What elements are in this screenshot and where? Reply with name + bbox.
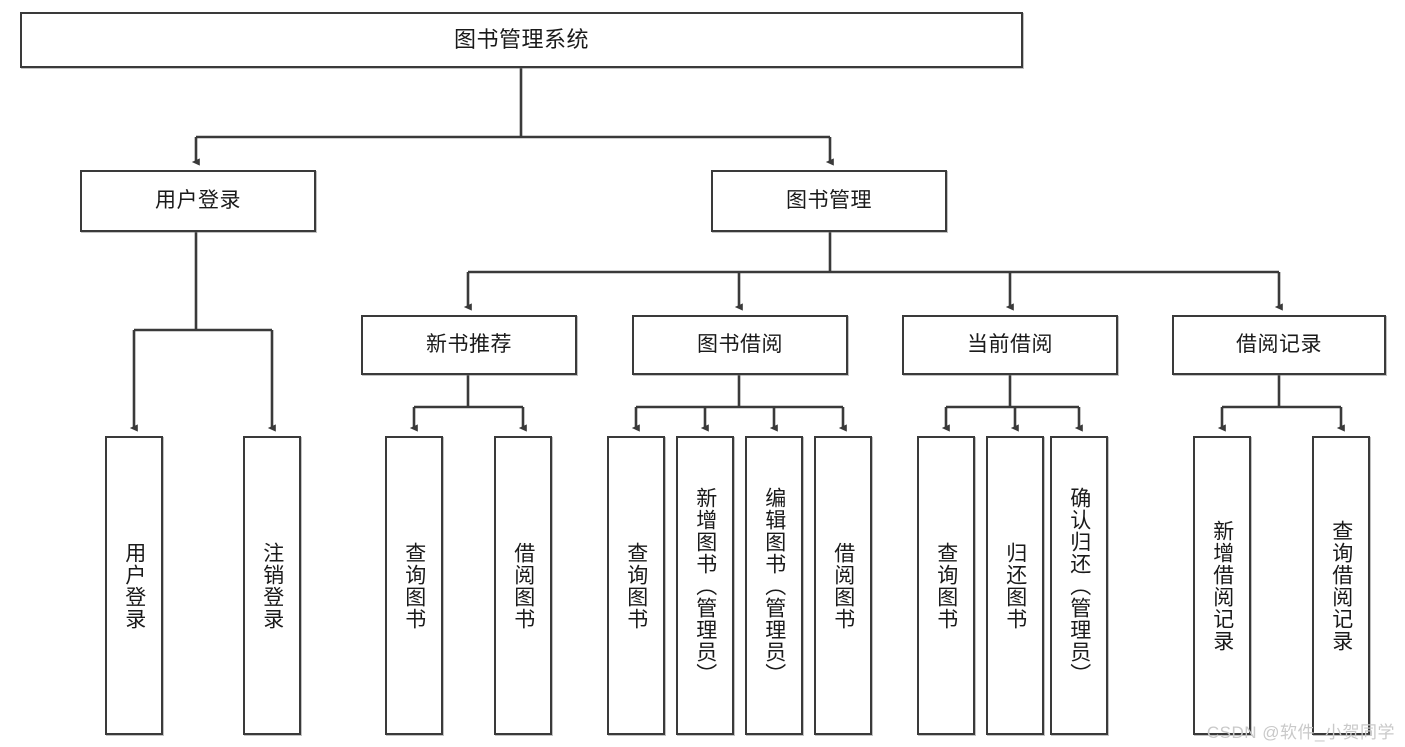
node-label: 归还图书 (1003, 541, 1027, 630)
node-current-borrow[interactable]: 当前借阅 (902, 315, 1118, 375)
node-label: 新增借阅记录 (1210, 519, 1234, 652)
node-label: 图书借阅 (697, 332, 783, 356)
node-label: 查询图书 (934, 541, 958, 630)
csdn-watermark: CSDN @软件_小贺同学 (1206, 723, 1395, 742)
leaf-current-return-book[interactable]: 归还图书 (986, 436, 1044, 735)
node-new-book-recommend[interactable]: 新书推荐 (361, 315, 577, 375)
node-root-system[interactable]: 图书管理系统 (20, 12, 1023, 68)
node-book-management[interactable]: 图书管理 (711, 170, 947, 232)
leaf-current-query-book[interactable]: 查询图书 (917, 436, 975, 735)
node-label: 新书推荐 (426, 332, 512, 356)
node-label: 当前借阅 (967, 332, 1053, 356)
leaf-borrow-query-book[interactable]: 查询图书 (607, 436, 665, 735)
node-label: 用户登录 (155, 188, 241, 212)
leaf-borrow-borrow-book[interactable]: 借阅图书 (814, 436, 872, 735)
node-label: 查询借阅记录 (1329, 519, 1353, 652)
leaf-borrow-add-book[interactable]: 新增图书（管理员） (676, 436, 734, 735)
node-borrow-record[interactable]: 借阅记录 (1172, 315, 1386, 375)
node-label: 图书管理 (786, 188, 872, 212)
node-label: 新增图书（管理员） (693, 486, 717, 685)
leaf-user-login-login[interactable]: 用户登录 (105, 436, 163, 735)
leaf-borrow-edit-book[interactable]: 编辑图书（管理员） (745, 436, 803, 735)
node-label: 注销登录 (260, 541, 284, 630)
leaf-current-confirm-return[interactable]: 确认归还（管理员） (1050, 436, 1108, 735)
leaf-record-add-record[interactable]: 新增借阅记录 (1193, 436, 1251, 735)
node-book-borrow[interactable]: 图书借阅 (632, 315, 848, 375)
node-label: 编辑图书（管理员） (762, 486, 786, 685)
node-label: 借阅图书 (511, 541, 535, 630)
node-user-login[interactable]: 用户登录 (80, 170, 316, 232)
leaf-recommend-borrow-book[interactable]: 借阅图书 (494, 436, 552, 735)
leaf-recommend-query-book[interactable]: 查询图书 (385, 436, 443, 735)
node-label: 图书管理系统 (453, 27, 589, 53)
leaf-record-query-record[interactable]: 查询借阅记录 (1312, 436, 1370, 735)
node-label: 用户登录 (122, 541, 146, 630)
node-label: 查询图书 (402, 541, 426, 630)
node-label: 借阅记录 (1236, 332, 1322, 356)
node-label: 确认归还（管理员） (1067, 486, 1091, 685)
leaf-user-login-logout[interactable]: 注销登录 (243, 436, 301, 735)
node-label: 借阅图书 (831, 541, 855, 630)
node-label: 查询图书 (624, 541, 648, 630)
